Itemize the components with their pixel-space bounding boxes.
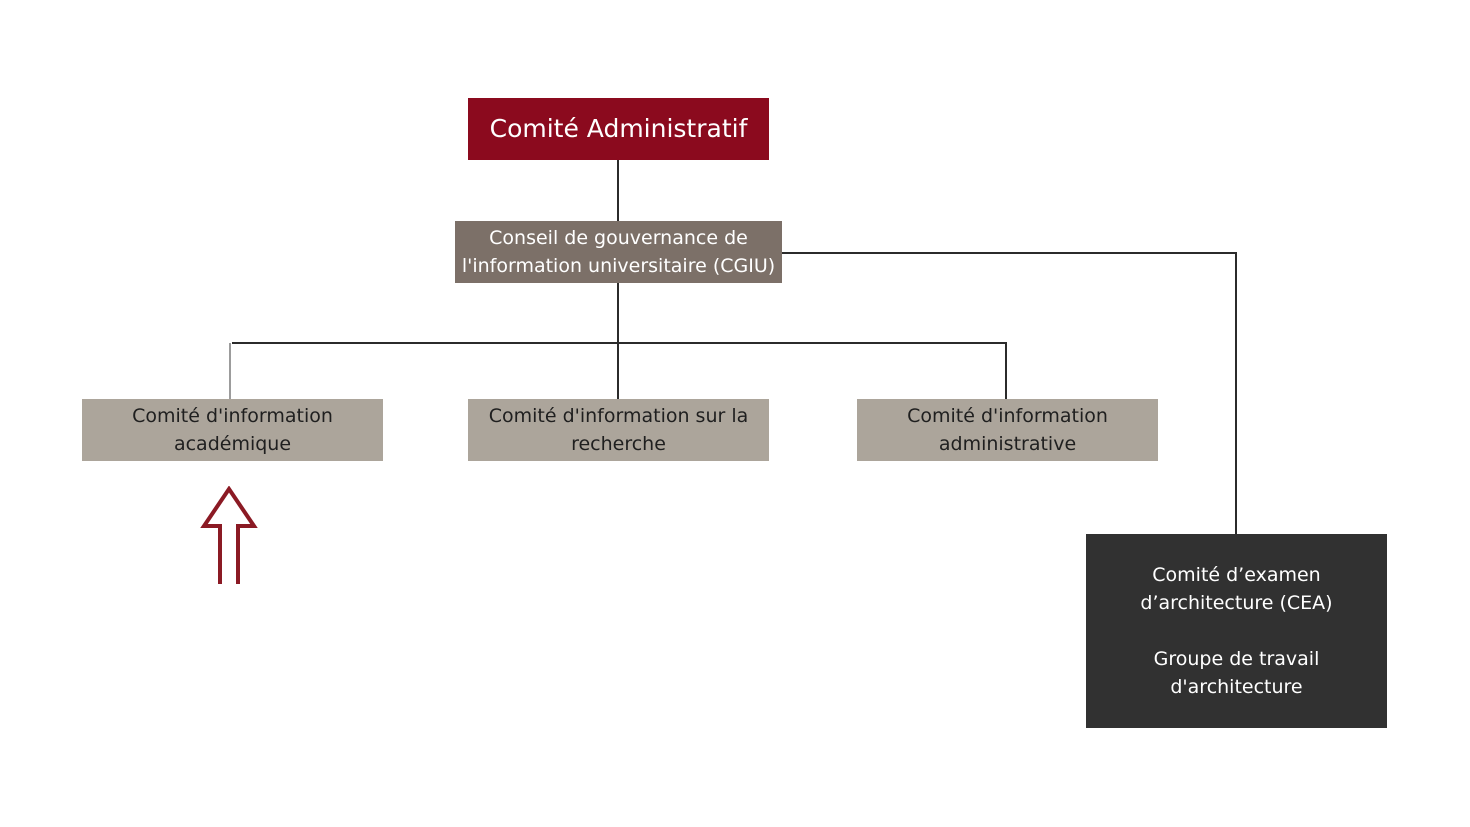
node-label-architecture-group: Groupe de travail d'architecture [1153,648,1320,698]
connector-cgiu-to-cea [782,252,1237,534]
node-cgiu: Conseil de gouvernance de l'information … [455,221,782,283]
node-label: Comité d'information sur la recherche [488,405,749,455]
node-label: Conseil de gouvernance de l'information … [461,227,776,277]
node-comite-information-recherche: Comité d'information sur la recherche [468,399,769,461]
node-label: Comité Administratif [489,114,748,143]
node-comite-information-academique: Comité d'information académique [82,399,383,461]
node-label: Comité d'information administrative [907,405,1108,455]
node-cea-and-architecture-group: Comité d’examen d’architecture (CEA) Gro… [1086,534,1387,728]
node-label: Comité d'information académique [132,405,333,455]
node-comite-information-administrative: Comité d'information administrative [857,399,1158,461]
arrow-up-outline-icon [200,486,258,584]
node-label-cea: Comité d’examen d’architecture (CEA) [1140,564,1333,614]
node-comite-administratif: Comité Administratif [468,98,769,160]
